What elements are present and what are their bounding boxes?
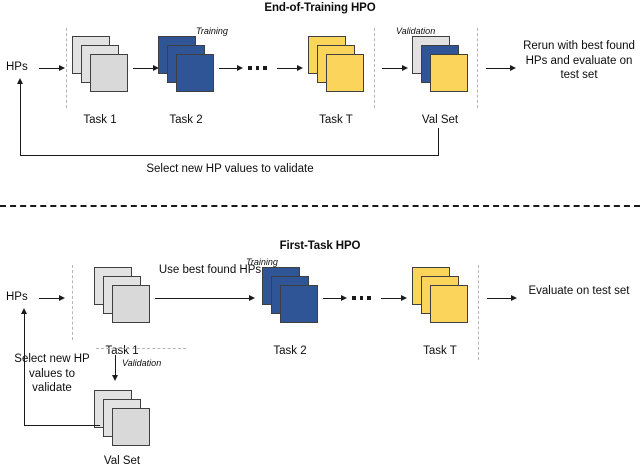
output-note-bottom: Evaluate on test set [528, 285, 630, 297]
stack-caption-task-t-bottom: Task T [423, 345, 457, 357]
arrow-head-dots-tt-bottom [401, 294, 407, 301]
stack-task-2-top [158, 36, 214, 92]
arrow-line-tt-output-bottom [487, 298, 513, 299]
phase-label-training-bottom: Training [246, 257, 278, 267]
hps-label-top: HPs [6, 61, 28, 73]
hps-arrow-head-top [59, 64, 65, 71]
stack-caption-task-2-bottom: Task 2 [273, 345, 307, 357]
feedback-arrow-head-top [16, 78, 23, 84]
hps-arrow-line-bottom [39, 298, 61, 299]
arrow-line-dots-tt-bottom [381, 298, 403, 299]
stack-caption-task-1-top: Task 1 [83, 114, 117, 126]
panel-title-first-task: First-Task HPO [279, 240, 361, 252]
feedback-line-across-bottom [24, 425, 100, 426]
stack-task-t-bottom [412, 267, 468, 323]
panel-divider [0, 205, 640, 207]
ellipsis-bottom [352, 296, 371, 300]
divider-before-training-top [66, 28, 67, 108]
card-front [326, 54, 364, 92]
phase-label-validation-top: Validation [396, 26, 436, 36]
transfer-arrow-line-bottom [155, 298, 251, 299]
stack-caption-task-t-top: Task T [319, 114, 353, 126]
arrow-head-dots-tt-top [297, 64, 303, 71]
stack-caption-task-2-top: Task 2 [169, 114, 203, 126]
card-front [430, 285, 468, 323]
transfer-label-bottom: Use best found HPs [158, 264, 262, 276]
card-front [112, 408, 150, 446]
feedback-line-up-bottom [24, 314, 25, 426]
arrow-head-tt-output-bottom [511, 294, 517, 301]
stack-val-set-bottom [94, 390, 150, 446]
hps-arrow-head-bottom [59, 294, 65, 301]
arrow-head-t2-dots-top [237, 64, 243, 71]
divider-after-training-bottom [478, 265, 479, 360]
card-front [112, 285, 150, 323]
validation-arrow-head-bottom [111, 375, 118, 381]
feedback-line-across-top [20, 155, 439, 156]
divider-validation-bottom [96, 348, 186, 349]
phase-label-validation-bottom: Validation [122, 358, 162, 368]
feedback-line-up-top [20, 84, 21, 156]
stack-caption-val-set-top: Val Set [421, 114, 459, 126]
hps-arrow-line-top [39, 68, 61, 69]
feedback-arrow-head-bottom [20, 308, 27, 314]
arrow-head-tt-val-top [402, 64, 408, 71]
arrow-head-t2-dots-bottom [341, 294, 347, 301]
arrow-line-val-output-top [486, 68, 512, 69]
arrow-line-t2-dots-top [219, 68, 239, 69]
card-front [90, 54, 128, 92]
stack-task-2-bottom [262, 267, 318, 323]
ellipsis-top [248, 66, 267, 70]
arrow-head-t1-t2-top [153, 64, 159, 71]
arrow-line-t2-dots-bottom [323, 298, 343, 299]
card-front [176, 54, 214, 92]
stack-task-1-top [72, 36, 128, 92]
stack-val-set-top [412, 36, 468, 92]
stack-task-t-top [308, 36, 364, 92]
feedback-label-bottom: Select new HP values to validate [14, 353, 90, 394]
output-note-top: Rerun with best found HPs and evaluate o… [523, 40, 635, 81]
stack-caption-task-1-bottom: Task 1 [105, 345, 139, 357]
divider-after-validation-top [477, 28, 478, 108]
hps-label-bottom: HPs [6, 291, 28, 303]
card-front [280, 285, 318, 323]
arrow-head-val-output-top [510, 64, 516, 71]
panel-title-end-of-training: End-of-Training HPO [264, 2, 376, 14]
arrow-line-t1-t2-top [133, 68, 155, 69]
divider-before-training-bottom [72, 265, 73, 340]
stack-task-1-bottom [94, 267, 150, 323]
feedback-label-top: Select new HP values to validate [146, 163, 314, 175]
arrow-line-tt-val-top [382, 68, 404, 69]
stack-caption-val-set-bottom: Val Set [103, 455, 141, 467]
card-front [430, 54, 468, 92]
feedback-line-down-top [438, 128, 439, 156]
transfer-arrow-head-bottom [249, 294, 255, 301]
validation-arrow-line-bottom [115, 355, 116, 377]
arrow-line-dots-tt-top [277, 68, 299, 69]
phase-label-training-top: Training [196, 26, 228, 36]
divider-training-validation-top [374, 28, 375, 108]
